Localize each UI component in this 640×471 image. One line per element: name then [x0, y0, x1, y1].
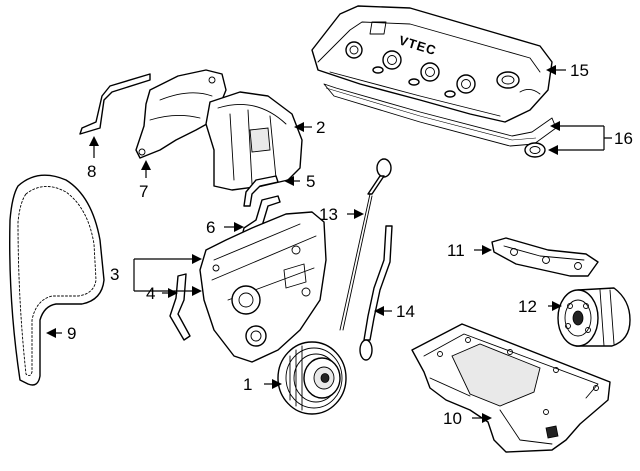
callout-12: 12: [518, 297, 537, 316]
upper-cover-seal: [243, 175, 279, 207]
callout-8: 8: [87, 162, 96, 181]
valve-cover: VTEC: [311, 5, 553, 123]
leader-lines: [46, 65, 612, 423]
valve-cover-gasket: [323, 83, 557, 147]
timing-belt: [9, 174, 105, 386]
crankshaft-pulley: [277, 341, 347, 415]
callout-11: 11: [447, 241, 465, 260]
upper-timing-cover: [205, 91, 303, 191]
spark-plug-seal: [524, 142, 546, 158]
callout-13: 13: [319, 205, 338, 224]
mount-bracket: [491, 237, 599, 277]
callout-1: 1: [243, 375, 252, 394]
dipstick-tube: [359, 225, 393, 361]
lower-timing-cover: [199, 211, 327, 363]
callout-6: 6: [206, 218, 215, 237]
callout-9: 9: [67, 324, 76, 343]
callout-3: 3: [110, 265, 119, 284]
callout-7: 7: [139, 182, 148, 201]
dipstick-seal: [169, 273, 191, 341]
callout-4: 4: [146, 284, 155, 303]
oil-pan: [411, 323, 611, 453]
callout-2: 2: [316, 118, 325, 137]
callout-15: 15: [570, 61, 589, 80]
rear-timing-cover: [135, 69, 227, 159]
timing-cover-seal: [79, 73, 151, 135]
callout-16: 16: [614, 129, 633, 148]
oil-filter: [557, 287, 631, 347]
oil-dipstick: [339, 158, 392, 331]
callout-10: 10: [443, 409, 462, 428]
callout-labels: 1 2 3 4 5 6 7 8 9 10 11 12 13 14 15 16: [67, 61, 633, 428]
callout-5: 5: [306, 172, 315, 191]
callout-14: 14: [396, 302, 415, 321]
